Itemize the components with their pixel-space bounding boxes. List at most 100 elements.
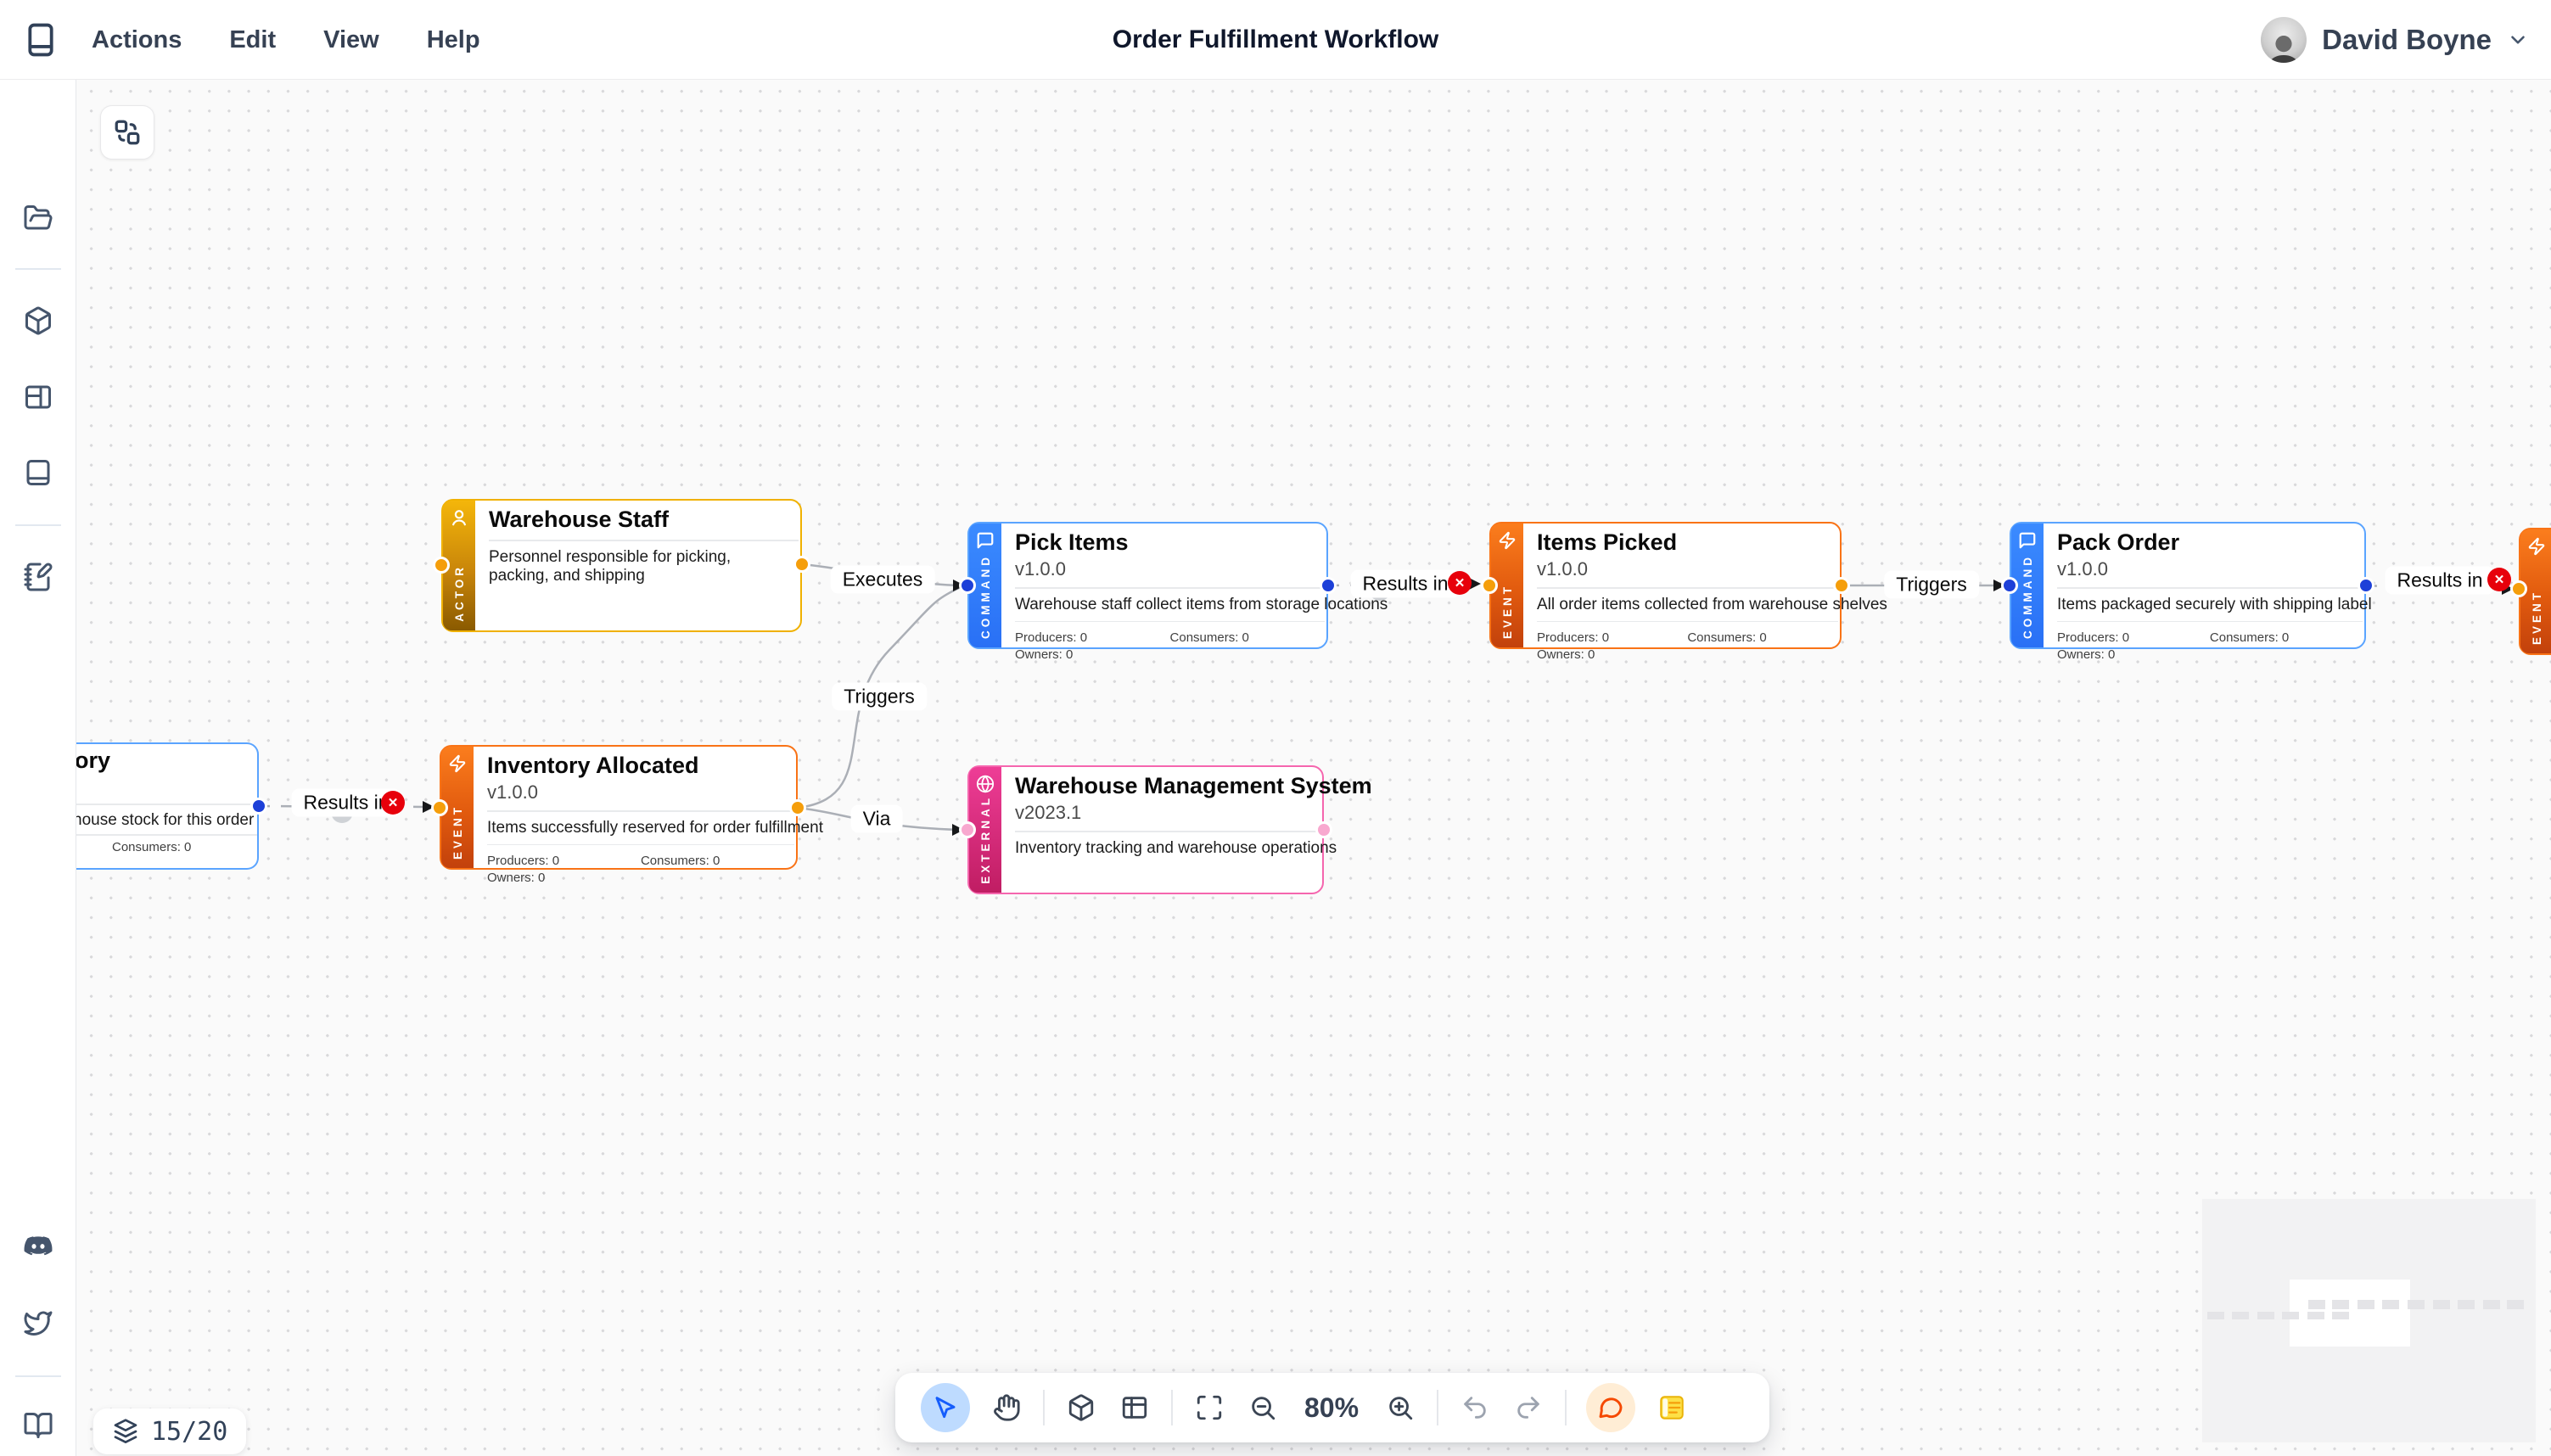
layout-panel-icon[interactable] xyxy=(23,382,53,412)
node-type-label: COMMAND xyxy=(2021,554,2034,639)
handle-items-picked-left[interactable] xyxy=(1481,577,1498,594)
node-check-inventory-partial[interactable]: ory house stock for this order Consumers… xyxy=(76,742,259,870)
add-resource-button[interactable] xyxy=(1064,1391,1098,1425)
node-consumers: Consumers: 0 xyxy=(2209,630,2290,645)
globe-icon xyxy=(976,775,995,793)
node-divider xyxy=(487,810,794,812)
edge-error-badge[interactable]: ✕ xyxy=(2487,568,2511,591)
minimap-node xyxy=(2483,1300,2500,1309)
node-title: Inventory Allocated xyxy=(487,753,699,778)
handle-pack-order-right[interactable] xyxy=(2358,577,2374,594)
handle-pack-order-left[interactable] xyxy=(2001,577,2018,594)
handle-items-picked-right[interactable] xyxy=(1833,577,1850,594)
minimap-node xyxy=(2207,1312,2224,1319)
zoom-level[interactable]: 80% xyxy=(1304,1392,1360,1423)
edge-label-results-in: Results in xyxy=(1350,569,1461,598)
handle-warehouse-staff-left[interactable] xyxy=(433,557,450,574)
node-items-picked[interactable]: EVENT Items Picked v1.0.0 All order item… xyxy=(1489,522,1887,662)
zoom-out-icon xyxy=(1252,1397,1276,1420)
maximize-icon xyxy=(1197,1395,1222,1420)
node-type-label: EVENT xyxy=(2530,589,2543,645)
node-version: v1.0.0 xyxy=(1015,558,1066,580)
handle-offscreen-event-left[interactable] xyxy=(2510,580,2527,597)
tablet-logo-icon xyxy=(28,23,53,57)
menu-edit[interactable]: Edit xyxy=(229,25,277,53)
book-open-icon[interactable] xyxy=(23,1410,53,1441)
notebook-pen-icon[interactable] xyxy=(23,562,53,592)
node-title: Warehouse Management System xyxy=(1015,773,1372,798)
user-name: David Boyne xyxy=(2322,24,2492,55)
discord-icon[interactable] xyxy=(23,1232,53,1263)
redo-button[interactable] xyxy=(1511,1391,1545,1425)
comment-tool-button[interactable] xyxy=(1586,1383,1636,1432)
node-warehouse-management-system[interactable]: EXTERNAL Warehouse Management System v20… xyxy=(967,765,1372,894)
table-view-button[interactable] xyxy=(1118,1391,1152,1425)
minimap-node xyxy=(2232,1312,2249,1319)
edge-label-triggers: Triggers xyxy=(1884,570,1979,599)
package-icon[interactable] xyxy=(23,305,53,336)
twitter-icon[interactable] xyxy=(23,1308,53,1338)
handle-inventory-allocated-right[interactable] xyxy=(789,799,806,816)
fit-view-button[interactable] xyxy=(100,105,154,160)
toolbar-divider xyxy=(1437,1390,1439,1425)
minimap-node xyxy=(2307,1312,2324,1319)
node-divider xyxy=(1537,587,1838,589)
handle-pick-items-left[interactable] xyxy=(959,577,976,594)
minimap-node xyxy=(2433,1300,2450,1309)
node-inventory-allocated[interactable]: EVENT Inventory Allocated v1.0.0 Items s… xyxy=(440,745,823,885)
undo-button[interactable] xyxy=(1458,1391,1492,1425)
swap-view-icon xyxy=(115,120,140,145)
handle-warehouse-staff-right[interactable] xyxy=(793,556,810,573)
node-consumers: Consumers: 0 xyxy=(1169,630,1249,645)
zoom-in-icon xyxy=(1389,1397,1413,1420)
node-type-label: EVENT xyxy=(451,804,464,860)
sticky-note-button[interactable] xyxy=(1655,1391,1689,1425)
handle-inventory-allocated-left[interactable] xyxy=(431,799,448,816)
menu-help[interactable]: Help xyxy=(426,25,480,53)
zap-icon xyxy=(1499,531,1516,550)
node-meta: Producers: 0 Consumers: 0 Owners: 0 xyxy=(1537,630,1826,664)
user-menu[interactable]: David Boyne xyxy=(2261,0,2529,80)
left-sidebar xyxy=(0,80,76,1456)
node-divider xyxy=(2057,620,2363,622)
menu-bar: Actions Edit View Help xyxy=(92,0,480,80)
handle-check-inventory-right[interactable] xyxy=(250,798,267,815)
node-version: v1.0.0 xyxy=(487,781,538,803)
node-warehouse-staff[interactable]: ACTOR Warehouse Staff Personnel responsi… xyxy=(441,499,802,632)
node-divider xyxy=(1537,620,1838,622)
handle-pick-items-right[interactable] xyxy=(1320,577,1337,594)
edge-label-executes: Executes xyxy=(830,565,935,594)
node-description: Items successfully reserved for order fu… xyxy=(487,818,823,837)
app-logo[interactable] xyxy=(20,19,61,61)
minimap-node xyxy=(2332,1312,2349,1319)
minimap-node xyxy=(2358,1300,2374,1309)
node-pack-order[interactable]: COMMAND Pack Order v1.0.0 Items packaged… xyxy=(2010,522,2372,662)
node-consumers: Consumers: 0 xyxy=(640,854,720,868)
fullscreen-button[interactable] xyxy=(1192,1391,1226,1425)
diagram-canvas[interactable]: ory house stock for this order Consumers… xyxy=(76,80,2551,1456)
node-divider xyxy=(489,540,799,541)
node-description-fragment: house stock for this order xyxy=(76,811,255,829)
edge-error-badge[interactable]: ✕ xyxy=(1448,571,1472,595)
avatar-silhouette xyxy=(2269,36,2299,63)
node-producers: Producers: 0 xyxy=(1537,630,1610,645)
folder-open-icon[interactable] xyxy=(23,203,53,233)
handle-wms-left[interactable] xyxy=(959,821,976,838)
node-description: Personnel responsible for picking, packi… xyxy=(489,547,732,585)
handle-wms-right[interactable] xyxy=(1315,821,1332,838)
menu-actions[interactable]: Actions xyxy=(92,25,182,53)
pan-tool-button[interactable] xyxy=(990,1391,1023,1425)
edge-error-badge[interactable]: ✕ xyxy=(381,791,405,815)
resource-count: 15/20 xyxy=(151,1416,228,1447)
book-icon[interactable] xyxy=(23,457,53,488)
avatar xyxy=(2261,17,2307,63)
select-tool-button[interactable] xyxy=(921,1383,970,1432)
node-divider xyxy=(487,843,794,845)
page-title: Order Fulfillment Workflow xyxy=(1112,25,1439,53)
zoom-out-button[interactable] xyxy=(1246,1391,1280,1425)
node-producers: Producers: 0 xyxy=(2057,630,2130,645)
zoom-in-button[interactable] xyxy=(1383,1391,1417,1425)
minimap[interactable] xyxy=(2202,1199,2536,1442)
menu-view[interactable]: View xyxy=(323,25,379,53)
node-pick-items[interactable]: COMMAND Pick Items v1.0.0 Warehouse staf… xyxy=(967,522,1388,662)
